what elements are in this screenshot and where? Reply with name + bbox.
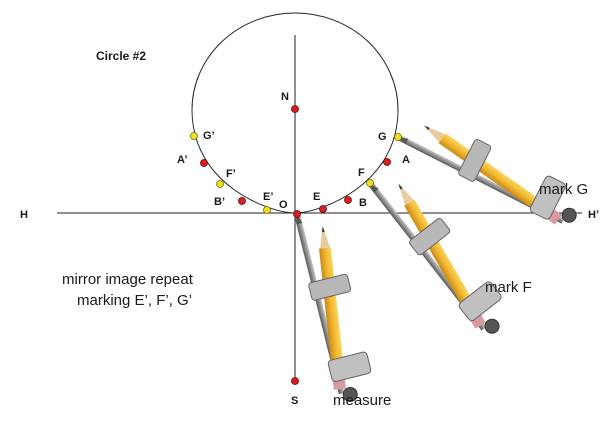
- point-f: [366, 179, 374, 187]
- label-g: G: [378, 131, 387, 143]
- point-f-prime: [216, 180, 224, 188]
- label-g-prime: G’: [203, 130, 215, 142]
- caption-mirror-line-2: marking E’, F’, G’: [77, 292, 192, 309]
- label-b-prime: B’: [214, 196, 225, 208]
- label-a-prime: A’: [177, 154, 187, 166]
- label-s: S: [291, 395, 298, 407]
- caption-mark-f: mark F: [485, 279, 532, 296]
- diagram-title: Circle #2: [96, 49, 146, 63]
- compass-measure: [288, 205, 378, 406]
- point-e: [319, 205, 327, 213]
- point-g-prime: [190, 132, 198, 140]
- point-e-prime: [263, 206, 271, 214]
- label-e-prime: E’: [263, 191, 273, 203]
- label-h: H: [20, 209, 28, 221]
- compass-mark-g: [393, 106, 588, 233]
- label-f-prime: F’: [226, 168, 236, 180]
- label-o: O: [279, 199, 288, 211]
- point-a: [383, 158, 391, 166]
- point-a-prime: [200, 159, 208, 167]
- circle-arc: [191, 12, 399, 214]
- point-o: [293, 210, 301, 218]
- point-b: [344, 196, 352, 204]
- label-e: E: [313, 191, 320, 203]
- label-b: B: [359, 197, 367, 209]
- label-n: N: [281, 91, 289, 103]
- point-s: [291, 377, 299, 385]
- point-g: [394, 133, 402, 141]
- caption-measure: measure: [333, 392, 391, 409]
- point-b-prime: [238, 197, 246, 205]
- point-n: [291, 105, 299, 113]
- caption-mark-g: mark G: [539, 181, 588, 198]
- label-f: F: [358, 167, 365, 179]
- label-a: A: [402, 154, 410, 166]
- label-h-prime: H’: [588, 209, 599, 221]
- caption-mirror-line-1: mirror image repeat: [62, 271, 194, 288]
